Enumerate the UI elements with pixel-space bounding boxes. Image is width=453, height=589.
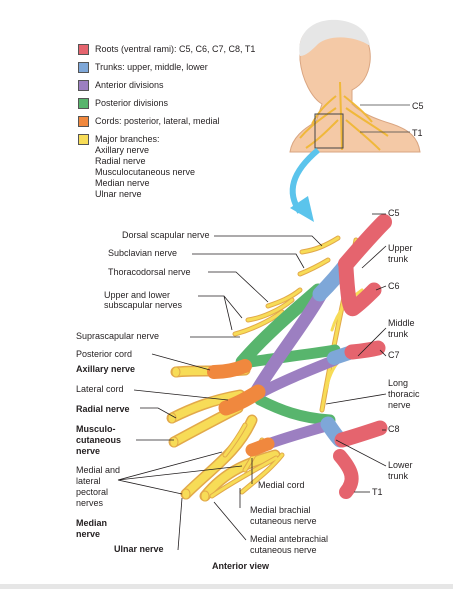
label-pectoral-line2: lateral — [76, 476, 101, 486]
legend-swatch-anterior — [78, 80, 89, 91]
posterior-division-lower — [254, 394, 336, 426]
label-posterior-cord: Posterior cord — [76, 349, 133, 359]
label-c8: C8 — [388, 424, 400, 434]
legend-swatch-branches — [78, 134, 89, 145]
label-pectoral-line1: Medial and — [76, 465, 121, 475]
legend-branch-ulnar: Ulnar nerve — [95, 189, 142, 199]
bottom-border — [0, 584, 453, 589]
legend-swatch-cords — [78, 116, 89, 127]
label-lateral-cord: Lateral cord — [76, 384, 124, 394]
ulnar-end — [200, 490, 210, 502]
label-long-thoracic-line3: nerve — [388, 400, 411, 410]
label-dorsal-scapular-nerve: Dorsal scapular nerve — [122, 230, 210, 240]
inset-figure: C5 T1 — [289, 19, 424, 153]
posterior-cord — [207, 359, 252, 379]
posterior-division-middle — [244, 344, 341, 368]
root-c6 — [338, 260, 382, 317]
legend-swatch-roots — [78, 44, 89, 55]
label-long-thoracic-line1: Long — [388, 378, 409, 388]
label-musculocutaneous-line2: cutaneous — [76, 435, 122, 445]
label-lower-trunk-line1: Lower — [388, 460, 413, 470]
medial-brachial-cutaneous — [240, 453, 284, 494]
legend-text-roots: Roots (ventral rami): C5, C6, C7, C8, T1 — [95, 44, 256, 54]
legend-text-trunks: Trunks: upper, middle, lower — [95, 62, 208, 72]
legend-branch-musculocutaneous: Musculocutaneous nerve — [95, 167, 196, 177]
zoom-arrow — [289, 147, 320, 222]
inset-label-c5: C5 — [412, 101, 424, 111]
dorsal-scapular-nerve — [300, 236, 340, 254]
legend-text-anterior: Anterior divisions — [95, 80, 164, 90]
plexus-roots — [333, 214, 392, 499]
plexus-divisions-and-cords — [207, 283, 341, 457]
label-upper-trunk-line1: Upper — [388, 243, 413, 253]
label-middle-trunk-line2: trunk — [388, 329, 409, 339]
leader-lines — [117, 213, 387, 551]
inset-hair — [299, 19, 370, 56]
label-long-thoracic-line2: thoracic — [388, 389, 420, 399]
label-subscapular-line2: subscapular nerves — [104, 300, 183, 310]
legend-branch-median: Median nerve — [95, 178, 150, 188]
label-subclavian-nerve: Subclavian nerve — [108, 248, 178, 258]
axillary-end — [171, 366, 181, 378]
medial-cord — [245, 437, 275, 457]
root-c5 — [338, 214, 392, 272]
inset-highlight-box — [314, 113, 344, 149]
anterior-division-upper — [249, 289, 327, 399]
label-c7: C7 — [388, 350, 400, 360]
legend-branch-radial: Radial nerve — [95, 156, 146, 166]
legend-swatch-posterior — [78, 98, 89, 109]
legend-text-cords: Cords: posterior, lateral, medial — [95, 116, 220, 126]
subscapular-nerve-lower — [233, 310, 284, 336]
root-t1 — [333, 449, 359, 499]
lateral-cord — [218, 384, 266, 416]
label-ulnar-nerve: Ulnar nerve — [114, 544, 164, 554]
subclavian-nerve — [298, 258, 330, 276]
caption-anterior-view: Anterior view — [212, 561, 270, 571]
legend-branch-axillary: Axillary nerve — [95, 145, 150, 155]
anterior-division-middle — [256, 354, 341, 398]
median-end — [181, 488, 191, 500]
label-t1: T1 — [372, 487, 383, 497]
musculocutaneous-end — [169, 436, 179, 448]
subscapular-nerve-upper — [246, 298, 294, 322]
median-nerve — [182, 416, 256, 498]
anterior-division-lower — [262, 419, 336, 450]
label-medial-antebrachial-line1: Medial antebrachial — [250, 534, 329, 544]
label-median-line2: nerve — [76, 529, 101, 539]
inset-label-t1: T1 — [412, 128, 423, 138]
label-radial-nerve: Radial nerve — [76, 404, 130, 414]
legend-swatch-trunks — [78, 62, 89, 73]
label-medial-antebrachial-line2: cutaneous nerve — [250, 545, 317, 555]
label-upper-trunk-line2: trunk — [388, 254, 409, 264]
label-c5: C5 — [388, 208, 400, 218]
root-c8 — [334, 420, 388, 448]
ulnar-nerve — [201, 451, 279, 500]
label-axillary-nerve: Axillary nerve — [76, 364, 136, 374]
label-musculocutaneous-line3: nerve — [76, 446, 101, 456]
radial-nerve — [168, 391, 244, 422]
posterior-division-upper — [235, 283, 325, 369]
label-middle-trunk-line1: Middle — [388, 318, 415, 328]
legend-text-branches: Major branches: — [95, 134, 160, 144]
label-pectoral-line3: pectoral — [76, 487, 109, 497]
label-medial-brachial-line2: cutaneous nerve — [250, 516, 317, 526]
root-c7 — [344, 340, 386, 360]
label-suprascapular-nerve: Suprascapular nerve — [76, 331, 160, 341]
label-pectoral-line4: nerves — [76, 498, 104, 508]
label-medial-cord: Medial cord — [258, 480, 305, 490]
label-subscapular-line1: Upper and lower — [104, 290, 171, 300]
thoracodorsal-nerve — [266, 288, 302, 308]
label-c6: C6 — [388, 281, 400, 291]
inset-spine-nerves — [299, 81, 389, 151]
label-lower-trunk-line2: trunk — [388, 471, 409, 481]
label-median-line1: Median — [76, 518, 108, 528]
label-musculocutaneous-line1: Musculo- — [76, 424, 116, 434]
medial-antebrachial-cutaneous — [210, 456, 278, 498]
label-medial-brachial-line1: Medial brachial — [250, 505, 311, 515]
label-thoracodorsal-nerve: Thoracodorsal nerve — [108, 267, 191, 277]
pectoral-nerve-1 — [223, 423, 247, 457]
legend-text-posterior: Posterior divisions — [95, 98, 169, 108]
